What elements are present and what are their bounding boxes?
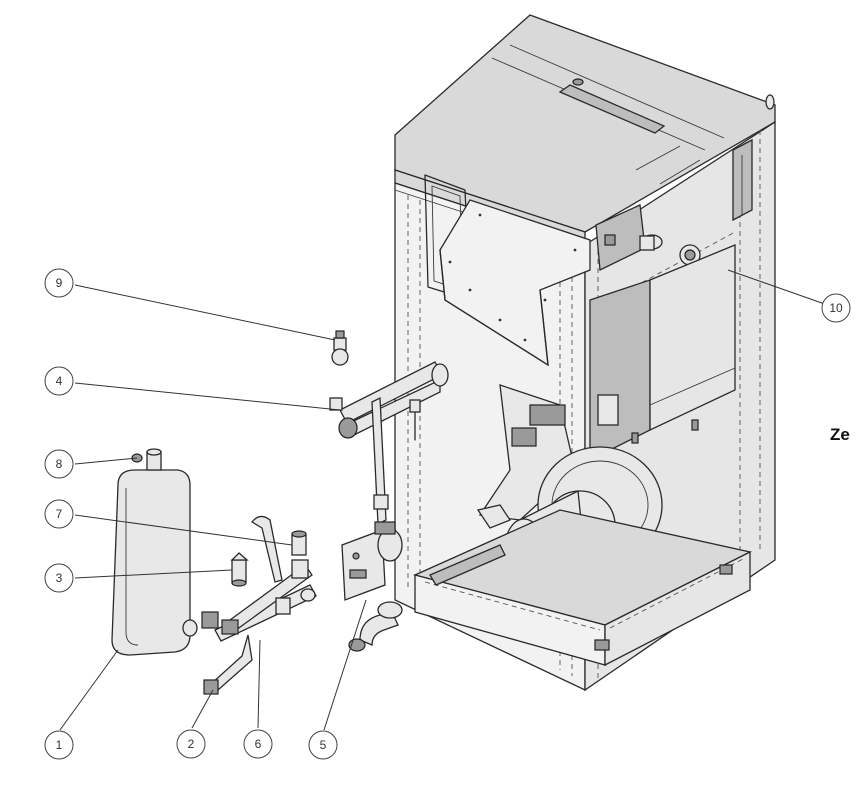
- circulation-pump: [341, 521, 403, 652]
- panel-rivets: [448, 213, 577, 342]
- svg-text:8: 8: [56, 457, 63, 471]
- side-text: Ze: [830, 425, 850, 444]
- expansion-vessel: [111, 448, 198, 656]
- boiler-cabinet: [394, 14, 776, 692]
- svg-text:10: 10: [829, 301, 843, 315]
- callout-10: 10: [821, 293, 851, 323]
- callout-8: 8: [44, 449, 74, 479]
- svg-text:6: 6: [255, 737, 262, 751]
- callout-6: 6: [243, 729, 273, 759]
- svg-text:4: 4: [56, 374, 63, 388]
- svg-text:9: 9: [56, 276, 63, 290]
- return-manifold: [201, 515, 317, 695]
- callout-1: 1: [44, 730, 74, 760]
- safety-valve: [230, 552, 249, 587]
- callout-2: 2: [176, 729, 206, 759]
- svg-text:5: 5: [320, 738, 327, 752]
- air-valve: [331, 330, 349, 366]
- callout-9: 9: [44, 268, 74, 298]
- svg-text:7: 7: [56, 507, 63, 521]
- svg-text:1: 1: [56, 738, 63, 752]
- callout-5: 5: [308, 730, 338, 760]
- svg-text:3: 3: [56, 571, 63, 585]
- svg-text:2: 2: [188, 737, 195, 751]
- callout-3: 3: [44, 563, 74, 593]
- callout-4: 4: [44, 366, 74, 396]
- air-vent: [291, 530, 307, 556]
- flow-manifold: [329, 361, 449, 526]
- callout-7: 7: [44, 499, 74, 529]
- leader-lines: [59, 269, 837, 731]
